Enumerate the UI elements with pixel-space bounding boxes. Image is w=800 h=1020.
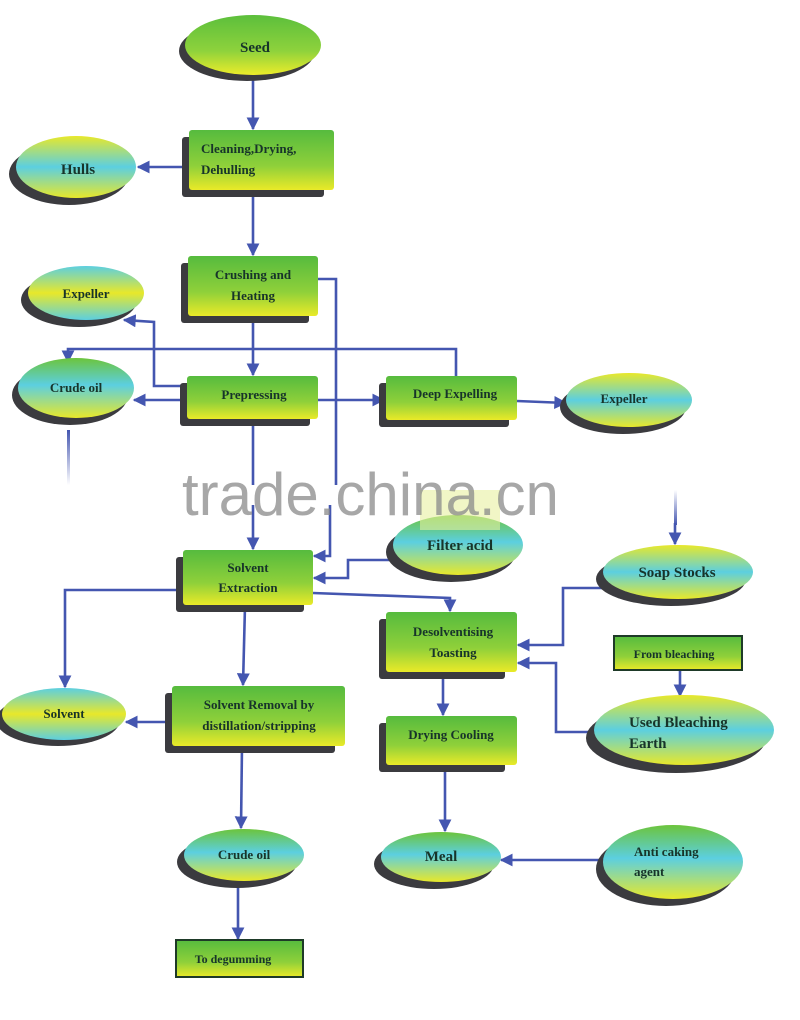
node-anti-caking-agent: Anti caking agent xyxy=(596,825,743,906)
svg-text:Drying Cooling: Drying Cooling xyxy=(408,727,494,742)
arrow-prepressing-to-expeller xyxy=(122,314,187,388)
arrow-deep-expelling-to-crude-oil xyxy=(61,347,458,376)
node-from-bleaching: From bleaching xyxy=(613,635,743,671)
svg-text:Toasting: Toasting xyxy=(429,645,477,660)
svg-text:Desolventising: Desolventising xyxy=(413,624,494,639)
svg-text:Crushing and: Crushing and xyxy=(215,267,292,282)
svg-text:Used Bleaching: Used Bleaching xyxy=(629,715,728,731)
svg-text:Cleaning,Drying,: Cleaning,Drying, xyxy=(201,141,296,156)
node-crude-oil-top: Crude oil xyxy=(12,358,134,425)
node-deep-expelling: Deep Expelling xyxy=(379,376,517,427)
svg-text:Crude oil: Crude oil xyxy=(218,847,271,862)
arrow-solvent-extraction-to-desolventising xyxy=(312,591,457,613)
node-solvent-removal: Solvent Removal by distillation/strippin… xyxy=(165,686,345,753)
node-soap-stocks: Soap Stocks xyxy=(596,545,753,606)
node-to-degumming: To degumming xyxy=(175,939,304,978)
arrow-crushing-to-solvent-extraction xyxy=(314,277,338,556)
svg-text:Expeller: Expeller xyxy=(601,391,648,406)
node-used-bleaching-earth: Used Bleaching Earth xyxy=(586,695,774,773)
arrow-solvent-extraction-to-solvent xyxy=(58,588,183,689)
svg-text:Earth: Earth xyxy=(629,736,667,752)
edges xyxy=(58,76,687,941)
node-drying-cooling: Drying Cooling xyxy=(379,716,517,772)
svg-text:Prepressing: Prepressing xyxy=(221,387,287,402)
arrow-deep-expelling-to-expeller xyxy=(516,396,568,410)
svg-text:Hulls: Hulls xyxy=(61,162,95,178)
arrow-solvent-extraction-to-solvent-removal xyxy=(236,605,250,687)
svg-text:Solvent: Solvent xyxy=(43,706,85,721)
arrow-solvent-removal-to-crude-oil xyxy=(234,745,248,830)
svg-text:Meal: Meal xyxy=(425,849,457,865)
svg-text:From bleaching: From bleaching xyxy=(634,647,715,661)
watermark-highlight xyxy=(420,490,500,530)
svg-text:Dehulling: Dehulling xyxy=(201,162,256,177)
node-crushing-heating: Crushing and Heating xyxy=(181,256,318,323)
svg-text:Heating: Heating xyxy=(231,288,276,303)
node-crude-oil-bottom: Crude oil xyxy=(177,829,304,888)
svg-text:distillation/stripping: distillation/stripping xyxy=(202,718,316,733)
node-meal: Meal xyxy=(374,832,501,889)
node-desolventising-toasting: Desolventising Toasting xyxy=(379,612,517,679)
node-expeller-left: Expeller xyxy=(21,266,144,327)
node-seed: Seed xyxy=(179,15,321,81)
arrow-soap-stocks-to-desolventising xyxy=(516,586,604,652)
arrow-filter-acid-to-solvent-extraction xyxy=(312,558,393,585)
watermark: trade.china.cn xyxy=(182,461,559,528)
svg-text:Expeller: Expeller xyxy=(63,286,110,301)
node-hulls: Hulls xyxy=(9,136,136,205)
svg-text:agent: agent xyxy=(634,864,665,879)
node-prepressing: Prepressing xyxy=(180,376,318,426)
svg-text:Solvent: Solvent xyxy=(227,560,269,575)
svg-text:Filter acid: Filter acid xyxy=(427,538,494,554)
node-cleaning-drying-dehulling: Cleaning,Drying, Dehulling xyxy=(182,130,334,197)
svg-text:Seed: Seed xyxy=(240,40,271,56)
svg-text:Soap Stocks: Soap Stocks xyxy=(638,565,715,581)
arrow-used-earth-to-desolventising xyxy=(516,656,598,734)
svg-text:Extraction: Extraction xyxy=(218,580,278,595)
node-solvent: Solvent xyxy=(0,688,126,746)
node-expeller-right: Expeller xyxy=(560,373,692,434)
svg-text:Deep Expelling: Deep Expelling xyxy=(413,386,498,401)
svg-text:Crude oil: Crude oil xyxy=(50,380,103,395)
soap-stocks-inflow-line xyxy=(674,490,677,525)
svg-text:Solvent Removal by: Solvent Removal by xyxy=(204,697,315,712)
svg-text:To degumming: To degumming xyxy=(195,952,272,966)
node-solvent-extraction: Solvent Extraction xyxy=(176,550,313,612)
svg-text:Anti caking: Anti caking xyxy=(634,844,699,859)
crude-oil-outflow-line xyxy=(67,430,70,485)
